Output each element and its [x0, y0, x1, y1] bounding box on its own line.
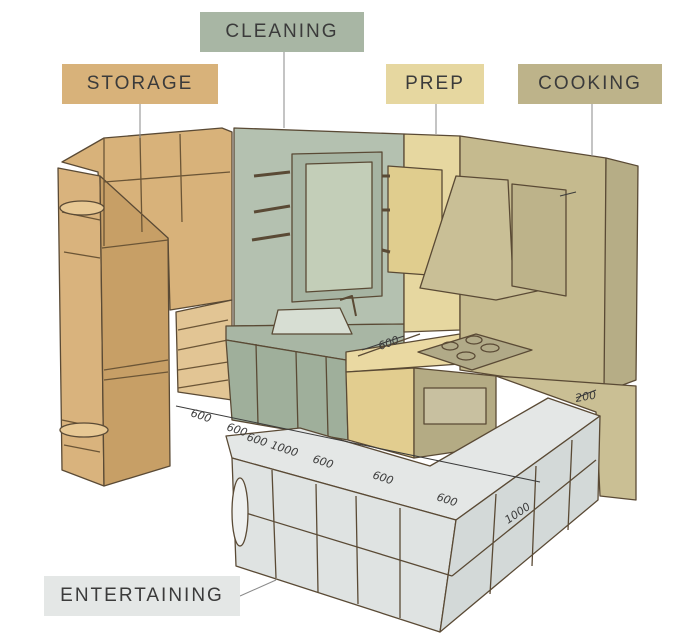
dimension-label: 200 [574, 389, 597, 405]
cleaning-label: CLEANING [200, 12, 364, 52]
storage-zone [57, 127, 233, 487]
cooktop [417, 333, 533, 371]
entertaining-zone [225, 397, 601, 633]
entertaining-label: ENTERTAINING [44, 576, 240, 616]
dimension-label: 600 [311, 452, 335, 471]
dimension-lines [175, 191, 597, 483]
storage-label: STORAGE [62, 64, 218, 104]
cooking-base-right [495, 375, 637, 501]
sink [271, 307, 353, 335]
island-side [439, 415, 601, 633]
entertaining-leader [239, 579, 277, 597]
storage-base-shelves [175, 299, 233, 401]
cooking-right-cabinet [603, 157, 639, 393]
cooking-upper-cabinet [511, 183, 567, 297]
dimension-label: 600 [435, 490, 459, 509]
storage-tall-cabinet-front [99, 175, 171, 487]
dimension-label: 600 [225, 420, 249, 439]
dimension-label: 600 [189, 406, 213, 425]
prep-label: PREP [386, 64, 484, 104]
cooking-zone [413, 135, 639, 501]
dimension-label: 600 [245, 430, 269, 449]
dimension-label: 600 [371, 468, 395, 487]
window-pane [305, 161, 373, 293]
cooking-label: COOKING [518, 64, 662, 104]
